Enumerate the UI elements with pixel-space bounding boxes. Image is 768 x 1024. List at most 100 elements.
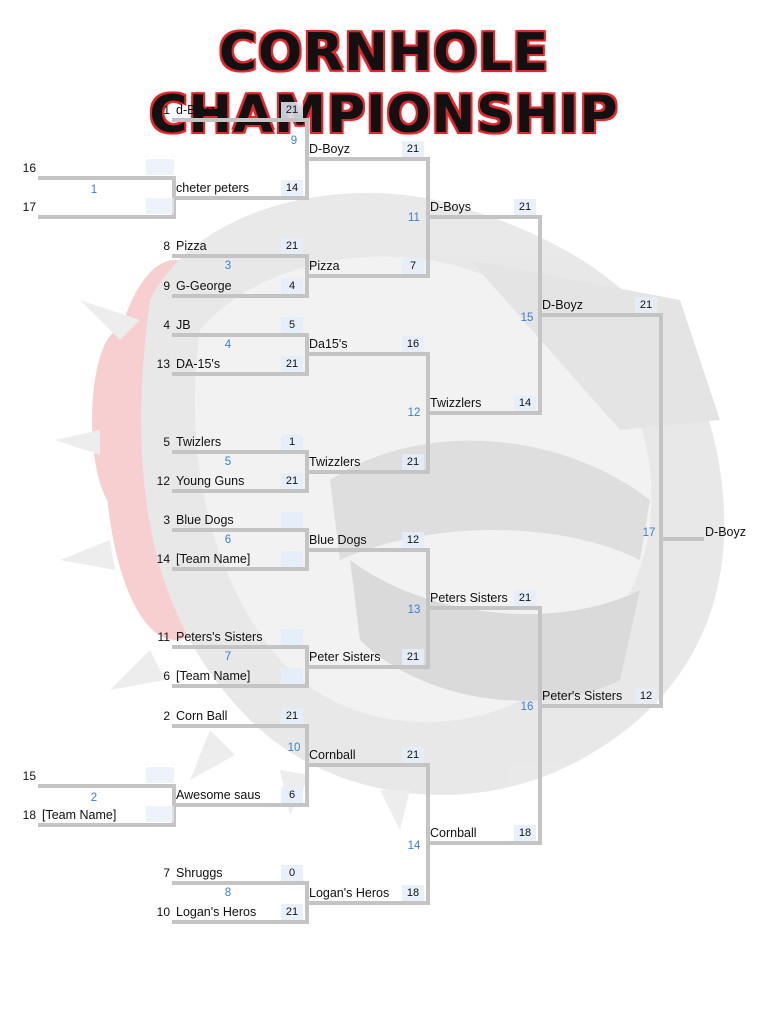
r1-box-d <box>146 806 174 822</box>
r2-slot-6-score: 21 <box>281 356 303 372</box>
r3-slot-4-score: 21 <box>402 454 424 470</box>
page-title: CORNHOLE CHAMPIONSHIP <box>149 23 619 145</box>
r2-slot-8-score: 21 <box>281 473 303 489</box>
game-number-3: 3 <box>224 260 232 272</box>
r3-slot-6-score: 21 <box>402 649 424 665</box>
r2-slot-16-score: 21 <box>281 904 303 920</box>
r2-slot-14-team: Awesome saus <box>176 788 261 802</box>
r3-slot-3-team: Da15's <box>309 337 348 351</box>
r2-slot-16-team: Logan's Heros <box>176 905 257 919</box>
r4-slot-3-team: Peters Sisters <box>430 591 508 605</box>
game-number-10: 10 <box>287 741 301 754</box>
r2-slot-3-score: 21 <box>281 238 303 254</box>
game-number-17: 17 <box>642 527 656 539</box>
r5-slot-2-team: Peter's Sisters <box>542 689 623 703</box>
r2-slot-16-seed: 10 <box>156 905 170 919</box>
game-number-1: 1 <box>90 184 98 196</box>
r2-slot-13-seed: 2 <box>163 709 170 723</box>
game-number-2: 2 <box>90 792 98 804</box>
r2-slot-11-team: Peters's Sisters <box>176 630 263 644</box>
r2-slot-3-seed: 8 <box>163 239 170 253</box>
r2-slot-8-team: Young Guns <box>176 474 245 488</box>
r3-slot-5-team: Blue Dogs <box>309 533 367 547</box>
r1-slot-18-team: [Team Name] <box>42 808 117 822</box>
r2-slot-12-team: [Team Name] <box>176 669 251 683</box>
r2-slot-4-seed: 9 <box>163 279 170 293</box>
game-number-5: 5 <box>224 455 232 468</box>
r4-slot-1-team: D-Boys <box>430 200 471 214</box>
game-number-16: 16 <box>520 701 534 713</box>
r2-slot-4-team: G-George <box>176 279 232 293</box>
r2-slot-4-score: 4 <box>281 278 303 294</box>
r4-slot-2-score: 14 <box>514 395 536 411</box>
r1-slot-17-seed: 17 <box>22 200 36 214</box>
r3-slot-7-score: 21 <box>402 747 424 763</box>
r2-slot-8-seed: 12 <box>156 474 170 488</box>
r4-slot-3-score: 21 <box>514 590 536 606</box>
r2-slot-1-seed: 1 <box>163 103 170 117</box>
r2-slot-9-seed: 3 <box>163 513 170 527</box>
r5-slot-1-score: 21 <box>635 297 657 313</box>
game-number-15: 15 <box>520 312 534 324</box>
r1-box-a <box>146 159 174 175</box>
r3-slot-4-team: Twizzlers <box>309 455 361 469</box>
r1-slot-18-seed: 18 <box>22 808 36 822</box>
r2-slot-9-team: Blue Dogs <box>176 513 234 527</box>
r5-slot-2-score: 12 <box>635 688 657 704</box>
r3-slot-1-team: D-Boyz <box>309 142 350 156</box>
r1-slot-15-seed: 15 <box>22 769 36 783</box>
r3-slot-6-team: Peter Sisters <box>309 650 381 664</box>
r2-slot-13-score: 21 <box>281 708 303 724</box>
r2-slot-2-team: cheter peters <box>176 181 249 195</box>
game-number-14: 14 <box>407 840 421 852</box>
r3-slot-5-score: 12 <box>402 532 424 548</box>
r2-slot-6-team: DA-15's <box>176 357 221 371</box>
r1-box-c <box>146 767 174 783</box>
r2-slot-6-seed: 13 <box>156 357 170 371</box>
r2-slot-12-score <box>281 668 303 684</box>
game-number-9: 9 <box>290 135 298 147</box>
r4-slot-4-team: Cornball <box>430 826 477 840</box>
r3-slot-2-team: Pizza <box>309 259 340 273</box>
r2-slot-13-team: Corn Ball <box>176 709 228 723</box>
r3-slot-1-score: 21 <box>402 141 424 157</box>
r2-slot-11-seed: 11 <box>157 630 170 644</box>
r1-box-b <box>146 198 174 214</box>
r1-slot-16-seed: 16 <box>22 161 36 175</box>
r2-slot-9-score <box>281 512 303 528</box>
game-number-4: 4 <box>224 338 232 351</box>
r3-slot-7-team: Cornball <box>309 748 356 762</box>
r3-slot-3-score: 16 <box>402 336 424 352</box>
r2-slot-3-team: Pizza <box>176 239 207 253</box>
r2-slot-14-score: 6 <box>281 787 303 803</box>
r2-slot-15-seed: 7 <box>163 866 170 880</box>
r3-slot-8-team: Logan's Heros <box>309 886 390 900</box>
r3-slot-2-score: 7 <box>402 258 424 274</box>
r2-slot-11-score <box>281 629 303 645</box>
r2-slot-12-seed: 6 <box>163 669 170 683</box>
r2-slot-15-score: 0 <box>281 865 303 881</box>
game-number-12: 12 <box>407 407 421 419</box>
r2-slot-5-seed: 4 <box>163 318 170 332</box>
r2-slot-1-score: 21 <box>281 102 303 118</box>
r4-slot-4-score: 18 <box>514 825 536 841</box>
r2-slot-7-team: Twizlers <box>176 435 222 449</box>
r2-slot-15-team: Shruggs <box>176 866 223 880</box>
r2-slot-1-team: d-Boyz <box>176 103 215 117</box>
champion-name: D-Boyz <box>705 525 746 539</box>
game-number-8: 8 <box>224 886 232 899</box>
r4-slot-1-score: 21 <box>514 199 536 215</box>
game-number-13: 13 <box>407 604 421 616</box>
r2-slot-2-score: 14 <box>281 180 303 196</box>
r2-slot-7-score: 1 <box>281 434 303 450</box>
r4-slot-2-team: Twizzlers <box>430 396 482 410</box>
r2-slot-7-seed: 5 <box>163 435 170 449</box>
r2-slot-10-score <box>281 551 303 567</box>
game-number-6: 6 <box>224 533 232 546</box>
r5-slot-1-team: D-Boyz <box>542 298 583 312</box>
game-number-11: 11 <box>408 212 420 224</box>
r2-slot-10-seed: 14 <box>156 552 170 566</box>
r2-slot-5-score: 5 <box>281 317 303 333</box>
r2-slot-5-team: JB <box>176 318 191 332</box>
